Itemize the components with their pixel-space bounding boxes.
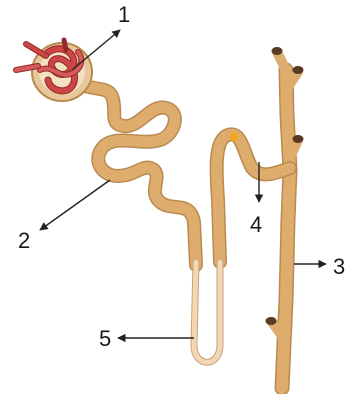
label-1: 1 [118, 2, 130, 27]
distal-tubule [217, 134, 290, 262]
label-5: 5 [99, 326, 111, 351]
label-3: 3 [333, 254, 345, 279]
label-2: 2 [18, 228, 30, 253]
collecting-duct [266, 47, 304, 388]
glomerulus-icon [16, 40, 92, 101]
label-4: 4 [250, 212, 262, 237]
macula-densa-spot [230, 133, 239, 142]
arrow-2 [40, 180, 110, 230]
